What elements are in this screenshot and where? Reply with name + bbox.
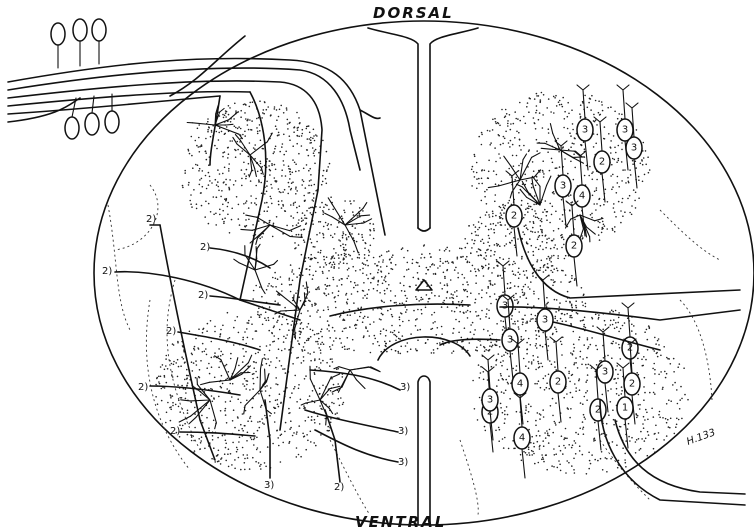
neuron-cell: 3 [555,141,571,226]
neuron-number: 2 [555,377,561,388]
neuron-number: 3 [507,335,513,346]
neuron-number: 3 [631,143,637,154]
tract-boundary [167,280,200,450]
cell-number-label: 2) [334,482,344,493]
dorsal-median-septum [368,28,478,228]
ventral-label: VENTRAL [355,513,446,531]
dorsal-septum-cap [418,228,430,231]
neuron-number: 1 [622,403,628,414]
neuron-number: 3 [622,125,628,136]
cell-number-label: 3) [398,426,408,437]
neuron-cell: 3 [626,103,642,188]
cell-number-label: 3) [264,480,274,491]
neuron-number: 2 [571,241,577,252]
cell-number-label: 3) [398,457,408,468]
artist-signature: H.133 [685,427,717,448]
neuron-number: 2 [511,211,517,222]
tract-boundary [460,440,478,515]
neuron-number: 3 [487,395,493,406]
neuron-number: 3 [560,181,566,192]
left-column-neurons [115,225,400,482]
neuron-number: 4 [579,191,585,202]
cell-number-label: 2) [138,382,148,393]
tract-boundary [660,210,720,260]
neuron-number: 2 [599,157,605,168]
ventral-median-fissure [418,376,430,524]
neuron-number: 2 [629,379,635,390]
cell-number-label: 2) [170,426,180,437]
neuron-cell: 2 [594,117,610,202]
cell-number-label: 2) [200,242,210,253]
cell-number-label: 2) [102,266,112,277]
neuron-number: 4 [517,379,523,390]
neuron-cell: 2 [566,201,582,286]
cell-number-label: 2) [198,290,208,301]
cell-number-label: 3) [400,382,410,393]
neuron-number: 3 [502,301,508,312]
neuron-number: 3 [582,125,588,136]
neuron-number: 3 [542,315,548,326]
neuron-cell: 4 [514,393,530,478]
cord-outline [94,21,754,525]
tract-boundary [600,440,650,500]
central-canal [416,280,432,290]
dendritic-arbors [179,106,603,429]
neuron-number: 4 [519,433,525,444]
neuron-cell: 4 [512,339,528,424]
neuron-cell: 2 [550,337,566,422]
cell-number-label: 2) [166,326,176,337]
cell-number-label: 2) [146,214,156,225]
neuron-number: 3 [602,367,608,378]
dorsal-label: DORSAL [373,4,454,22]
